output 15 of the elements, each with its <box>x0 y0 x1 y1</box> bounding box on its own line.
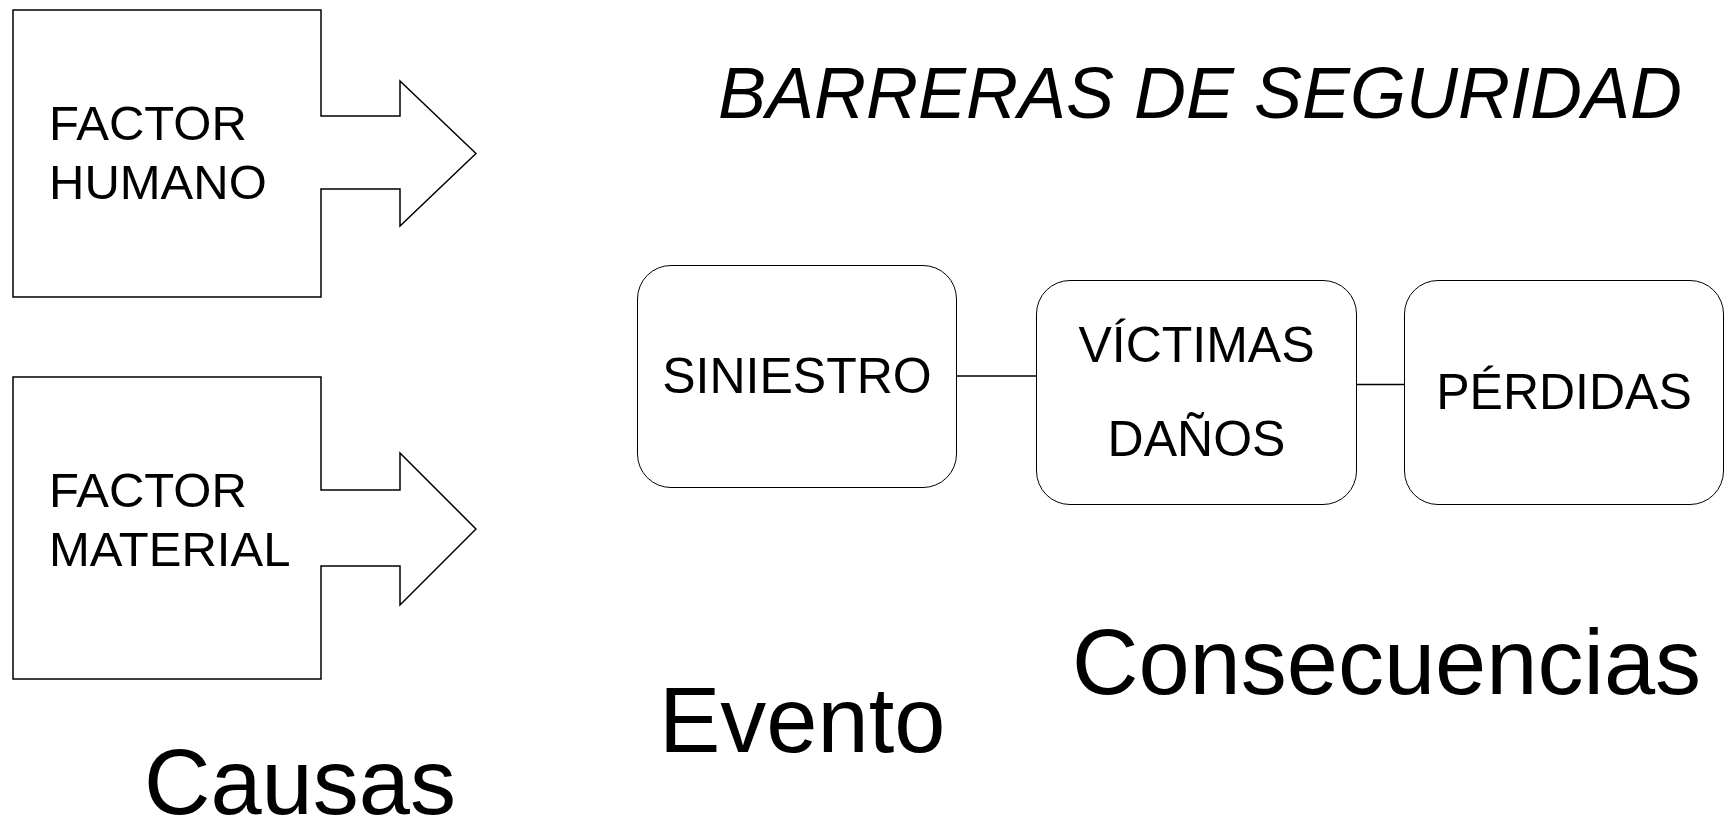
diagram-title: BARRERAS DE SEGURIDAD <box>716 52 1684 134</box>
section-label: Consecuencias <box>1072 610 1702 715</box>
node-label: VÍCTIMAS <box>1078 316 1315 375</box>
section-label: Evento <box>659 668 946 773</box>
connector-line <box>956 375 1037 377</box>
connector-line <box>1356 383 1405 386</box>
node-label: SINIESTRO <box>662 347 932 406</box>
node-label: DAÑOS <box>1107 410 1286 469</box>
rounded-box <box>1404 280 1724 505</box>
rounded-box <box>1036 280 1357 505</box>
section-label: Causas <box>144 730 456 835</box>
node-label: FACTOR MATERIAL <box>49 462 292 578</box>
node-label: FACTOR HUMANO <box>49 95 268 211</box>
rounded-box <box>637 265 957 488</box>
node-label: PÉRDIDAS <box>1436 363 1692 422</box>
